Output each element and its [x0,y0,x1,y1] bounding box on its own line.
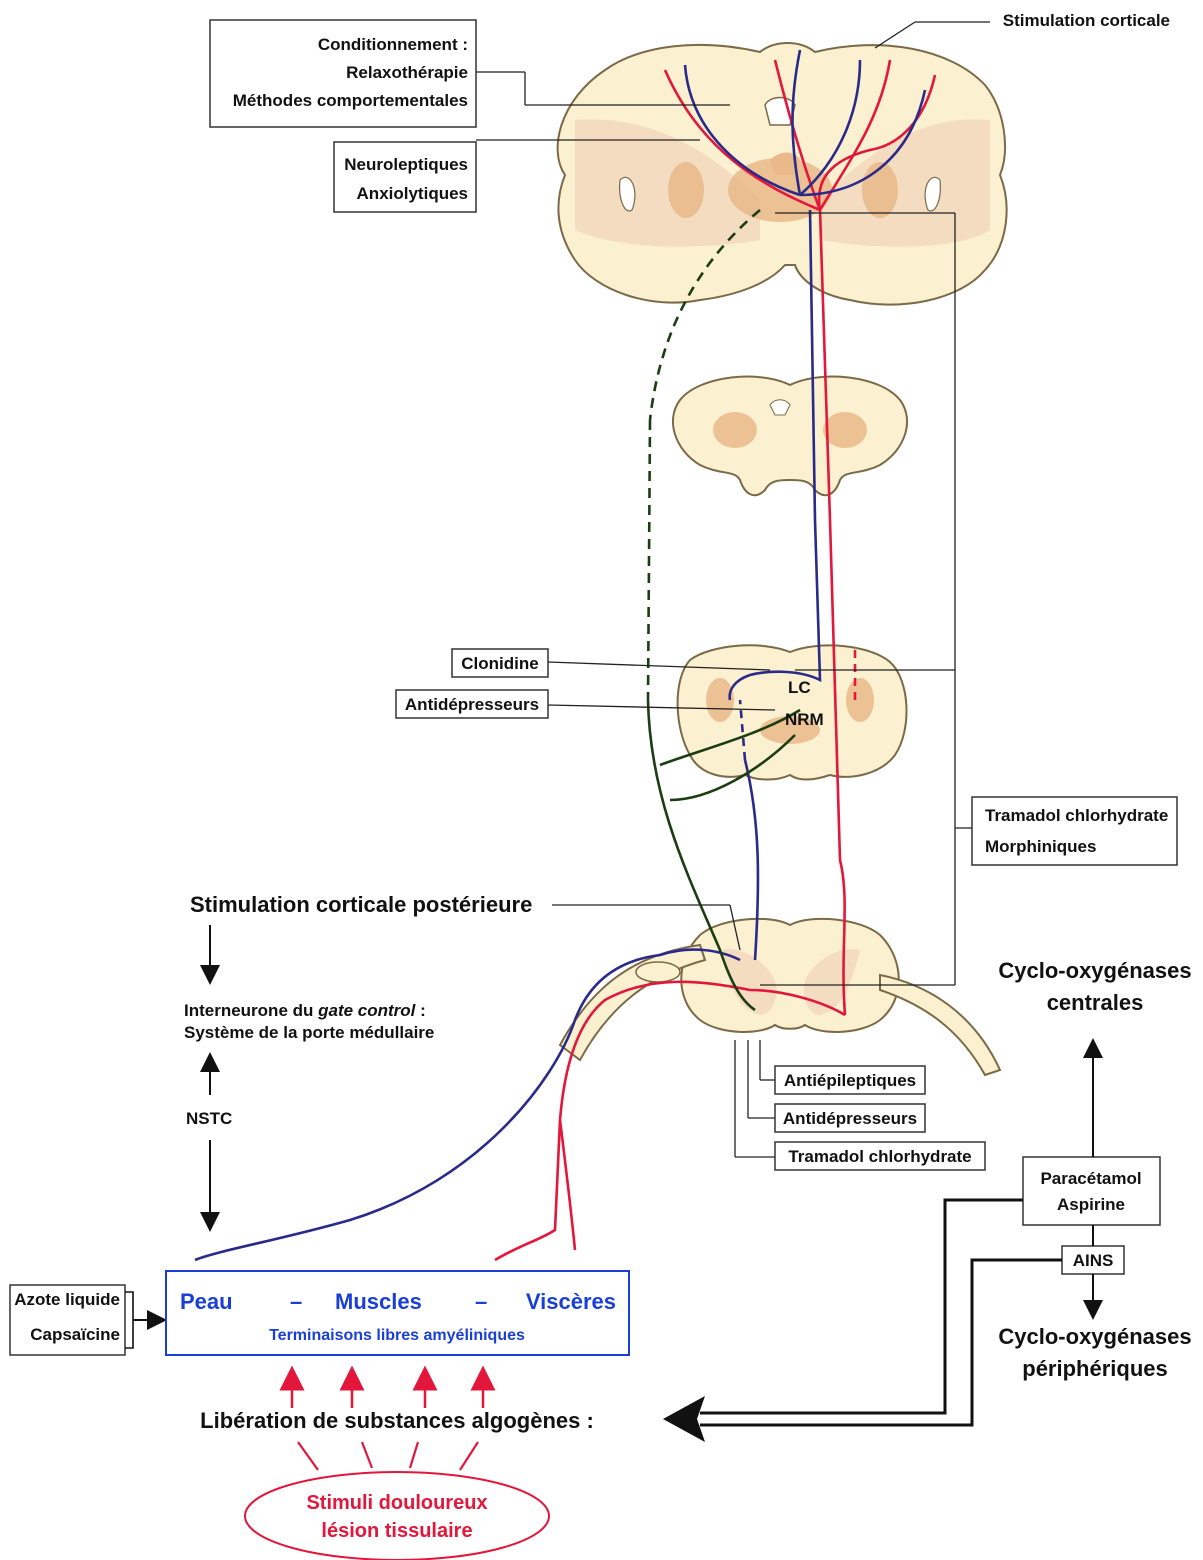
svg-text:AINS: AINS [1073,1251,1114,1270]
label-interneurone: Interneurone du gate control : [184,1001,426,1020]
label-nstc: NSTC [186,1109,232,1128]
midbrain-section [671,375,909,497]
svg-text:Système de la porte médullaire: Système de la porte médullaire [184,1023,434,1042]
svg-text:Méthodes comportementales: Méthodes comportementales [233,91,468,110]
tissue-visceres: Viscères [526,1289,616,1314]
label-antiepileptiques: Antiépileptiques [774,1065,926,1095]
label-lc: LC [788,678,811,697]
tissue-peau: Peau [180,1289,233,1314]
label-clonidine: Clonidine [451,648,549,678]
svg-text:lésion tissulaire: lésion tissulaire [321,1520,472,1542]
label-antidepresseurs-bottom: Antidépresseurs [774,1103,926,1133]
svg-text:Morphiniques: Morphiniques [985,837,1096,856]
label-ains: AINS [1061,1245,1125,1275]
svg-text:Neuroleptiques: Neuroleptiques [344,155,468,174]
stimuli-lines [297,1441,479,1471]
label-tramadol-bottom: Tramadol chlorhydrate [774,1141,986,1171]
svg-text:périphériques: périphériques [1022,1356,1167,1381]
label-nrm: NRM [785,710,824,729]
svg-text:Aspirine: Aspirine [1057,1195,1125,1214]
label-stimulation-corticale: Stimulation corticale [1003,11,1170,30]
label-gate-control: Interneurone du gate control : Système d… [184,1001,434,1042]
svg-text:Cyclo-oxygénases: Cyclo-oxygénases [998,1324,1191,1349]
svg-text:centrales: centrales [1047,990,1144,1015]
svg-text:Tramadol chlorhydrate: Tramadol chlorhydrate [788,1147,971,1166]
label-liberation: Libération de substances algogènes : [200,1408,594,1433]
svg-text:Paracétamol: Paracétamol [1040,1169,1141,1188]
label-stimulation-posterieure: Stimulation corticale postérieure [190,892,532,917]
svg-text:Clonidine: Clonidine [461,654,538,673]
label-cox-centrales: Cyclo-oxygénases centrales [998,958,1191,1015]
svg-text:Antidépresseurs: Antidépresseurs [783,1109,917,1128]
svg-text:Antiépileptiques: Antiépileptiques [784,1071,916,1090]
svg-text:Capsaïcine: Capsaïcine [30,1325,120,1344]
svg-text:Conditionnement :: Conditionnement : [318,35,468,54]
svg-text:Stimuli douloureux: Stimuli douloureux [306,1492,487,1514]
label-azote-capsaicine: Azote liquide Capsaïcine [9,1284,167,1356]
tissue-muscles: Muscles [335,1289,422,1314]
label-neuroleptiques: Neuroleptiques Anxiolytiques [333,141,477,213]
brain-coronal-section [556,42,1008,306]
tissue-dash-1: – [290,1289,302,1314]
svg-text:Antidépresseurs: Antidépresseurs [405,695,539,714]
tissue-terminaisons: Terminaisons libres amyéliniques [269,1327,525,1344]
ascending-pathway [494,59,937,1262]
inhibitory-pathway [646,209,801,1012]
label-paracetamol-aspirine: Paracétamol Aspirine [1022,1156,1161,1226]
svg-text:Relaxothérapie: Relaxothérapie [346,63,468,82]
tissue-dash-2: – [475,1289,487,1314]
svg-text:Tramadol chlorhydrate: Tramadol chlorhydrate [985,806,1168,825]
algogenic-arrows [279,1365,496,1408]
descending-pathway [194,49,927,1262]
label-conditionnement: Conditionnement : Relaxothérapie Méthode… [209,19,477,128]
label-tramadol-morphiniques: Tramadol chlorhydrate Morphiniques [971,796,1178,866]
svg-text:Azote liquide: Azote liquide [14,1290,120,1309]
spinal-cord-section [558,917,1002,1077]
leader-lines [476,21,990,1158]
cox-arrows [663,1038,1103,1442]
brainstem-section [676,644,908,781]
label-cox-peripheriques: Cyclo-oxygénases périphériques [998,1324,1191,1381]
svg-text:Cyclo-oxygénases: Cyclo-oxygénases [998,958,1191,983]
svg-text:Anxiolytiques: Anxiolytiques [357,184,468,203]
stimuli-ellipse: Stimuli douloureux lésion tissulaire [244,1471,550,1560]
label-antidepresseurs-top: Antidépresseurs [395,689,549,719]
tissue-box: Peau – Muscles – Viscères Terminaisons l… [165,1270,630,1356]
